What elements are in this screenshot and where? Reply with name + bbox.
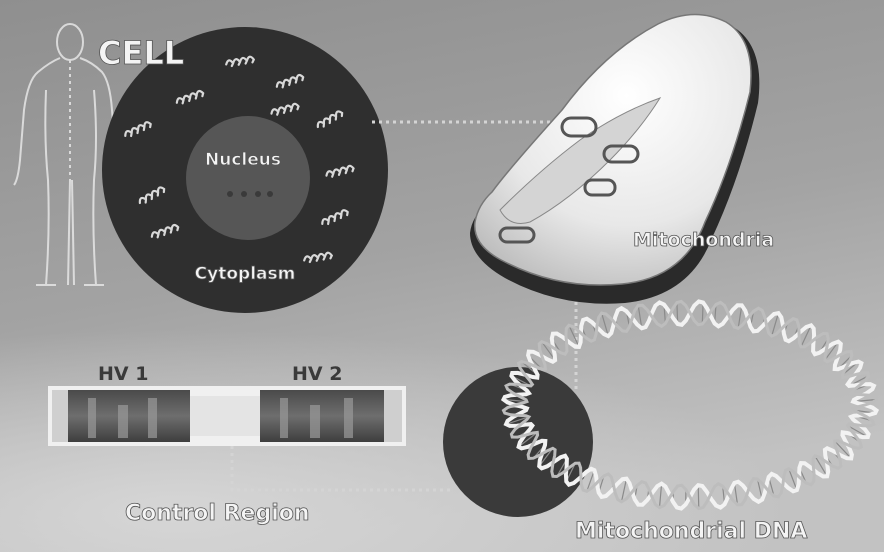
hv1-segment — [68, 390, 190, 442]
control-region-gap — [190, 396, 260, 436]
hv2-label: HV 2 — [292, 363, 342, 385]
control-region-bar — [48, 386, 406, 446]
mitochondria-label: Mitochondria — [633, 229, 774, 251]
cell-label: CELL — [98, 34, 184, 72]
cytoplasm-label: Cytoplasm — [195, 264, 296, 284]
nucleus-label: Nucleus — [205, 150, 281, 170]
dna-base-pair — [698, 485, 699, 508]
mitochondrial-dna-label: Mitochondrial DNA — [575, 519, 807, 544]
control-region-label: Control Region — [125, 501, 310, 526]
hv2-segment — [260, 390, 384, 442]
nucleus — [186, 116, 310, 240]
hv1-label: HV 1 — [98, 363, 148, 385]
